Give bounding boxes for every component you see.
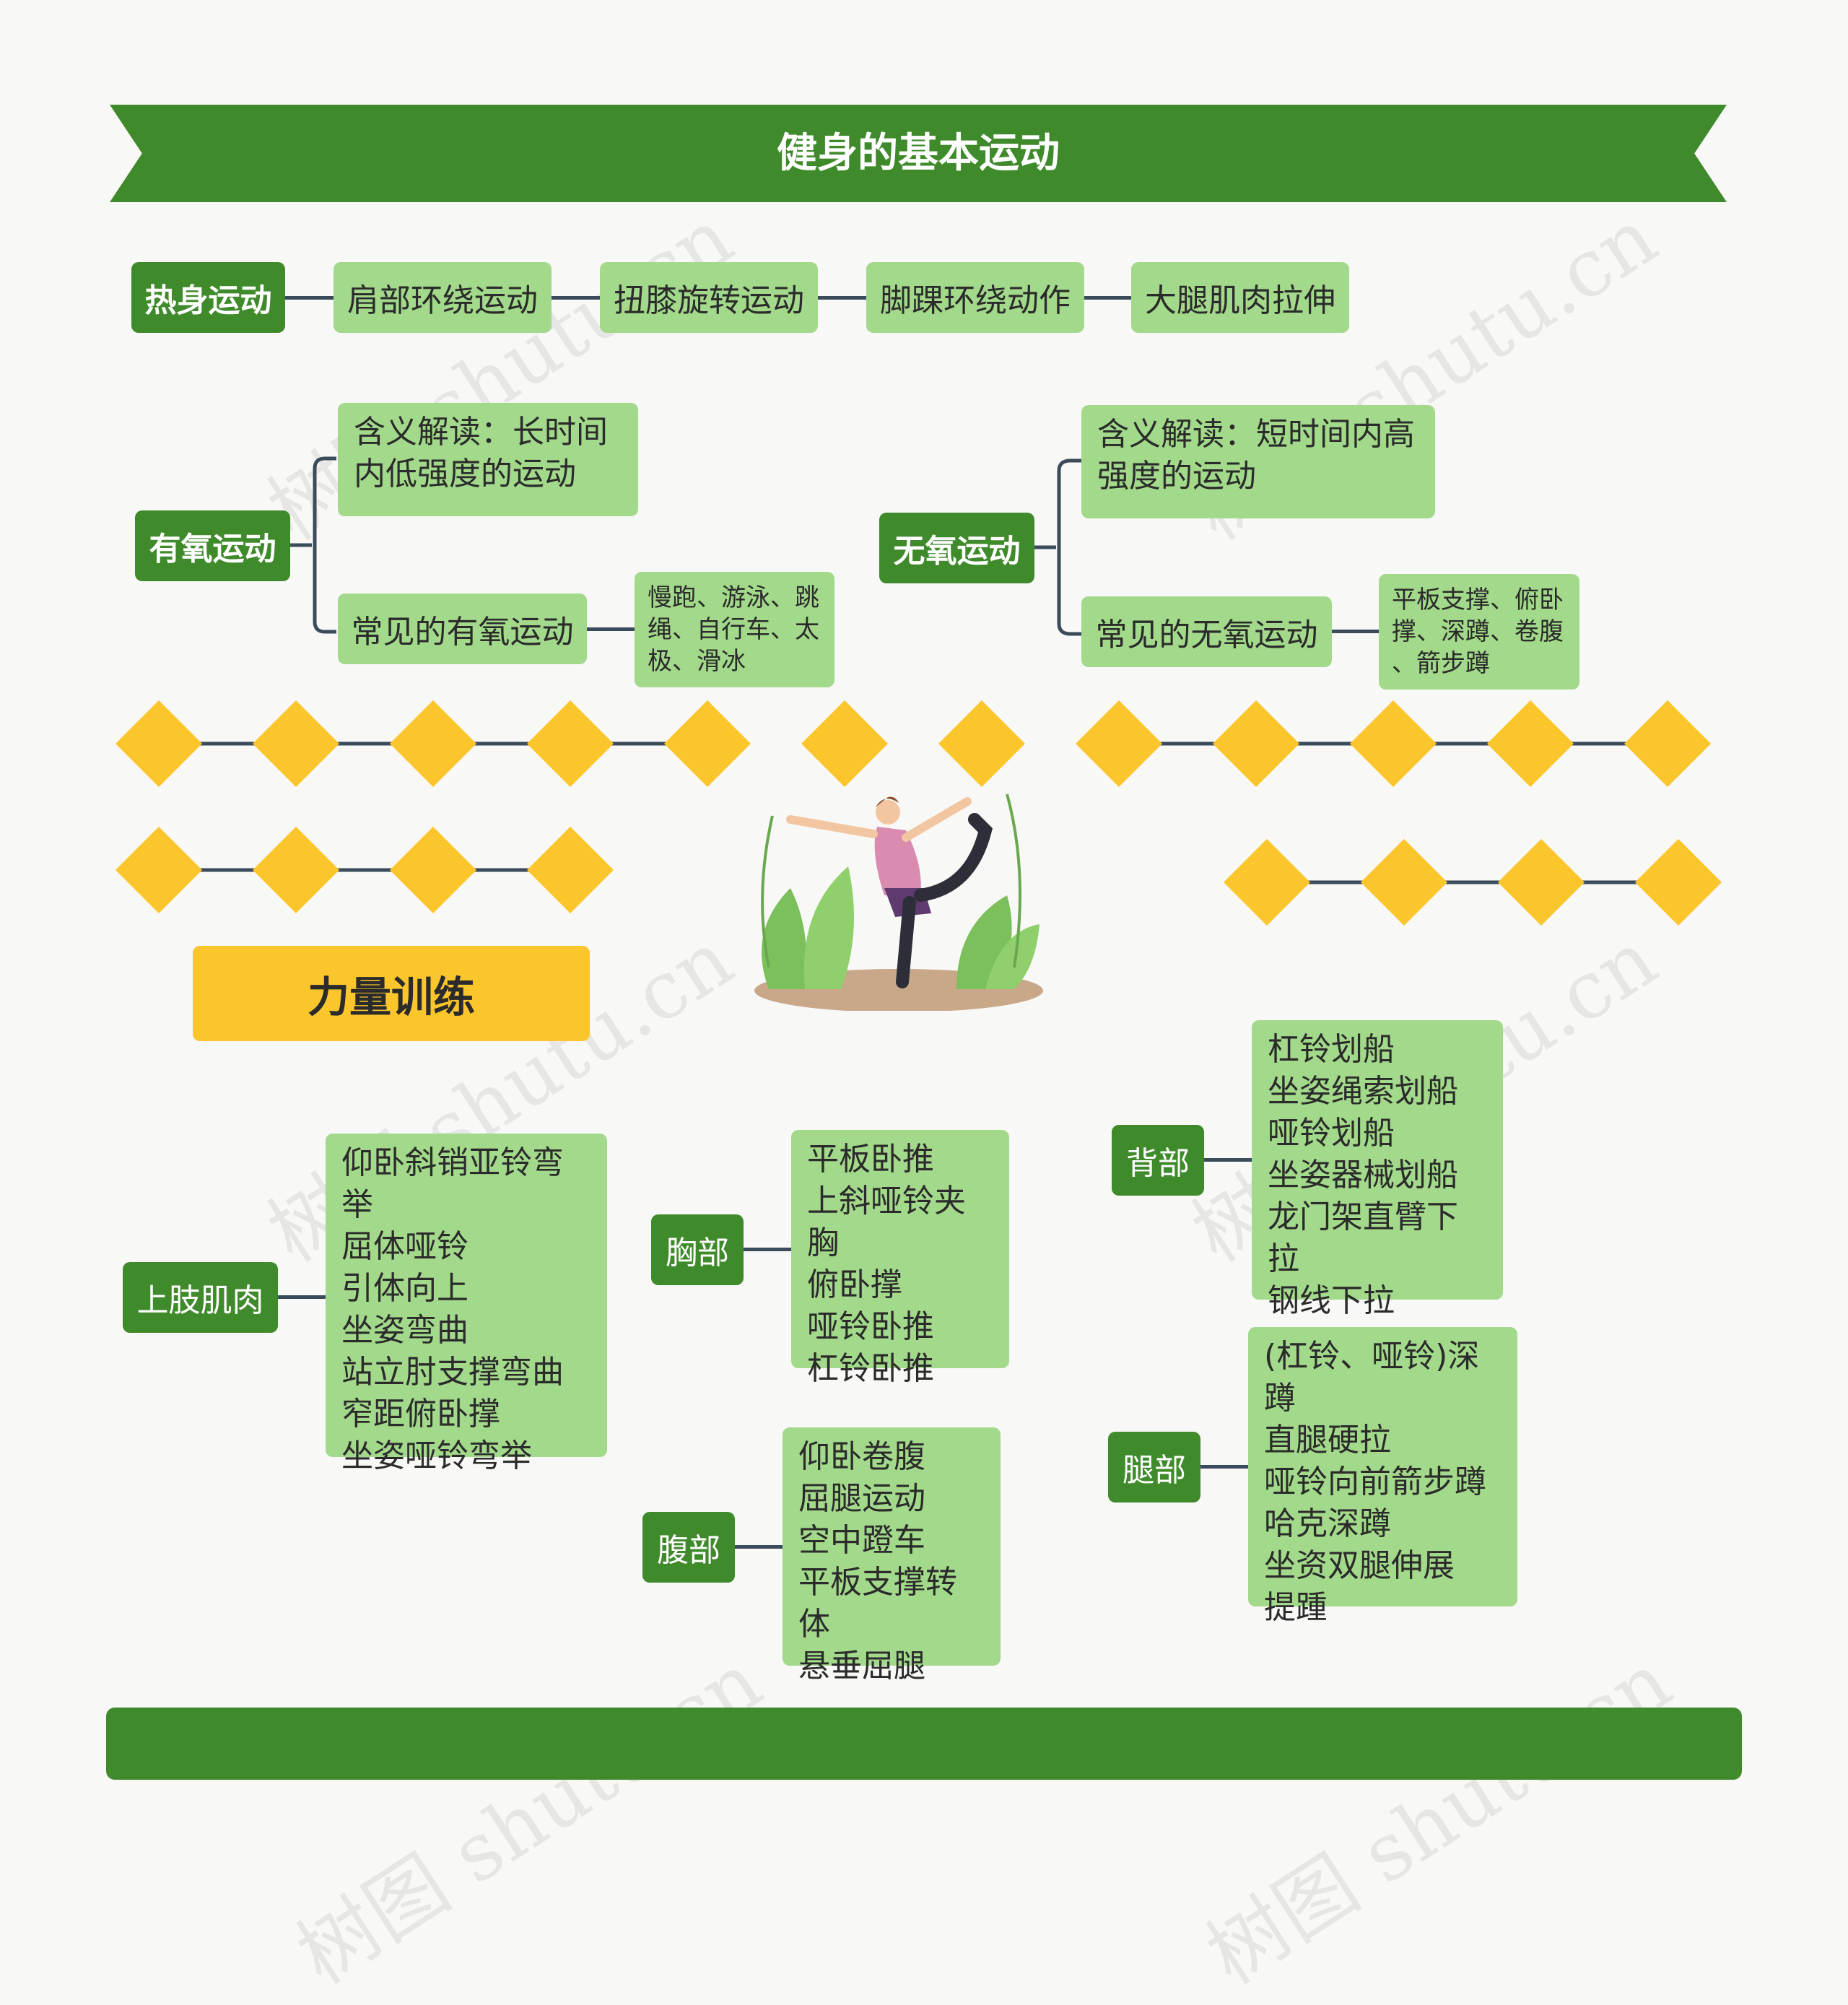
connector — [735, 1545, 783, 1549]
yoga-illustration — [740, 787, 1047, 1011]
page-title: 健身的基本运动 — [110, 105, 1727, 202]
watermark: 树图 shutu.cn — [271, 1619, 780, 2005]
back-node[interactable]: 背部 — [1112, 1125, 1204, 1196]
aerobic-bracket — [290, 455, 341, 635]
connector — [818, 296, 866, 300]
anaerobic-bracket — [1034, 457, 1085, 638]
connector — [587, 627, 635, 631]
title-banner: 健身的基本运动 — [110, 105, 1727, 202]
warmup-item[interactable]: 肩部环绕运动 — [334, 262, 552, 333]
legs-node[interactable]: 腿部 — [1108, 1432, 1200, 1502]
footer-bar — [106, 1708, 1742, 1780]
anaerobic-meaning[interactable]: 含义解读：短时间内高 强度的运动 — [1081, 405, 1435, 518]
warmup-item[interactable]: 扭膝旋转运动 — [600, 262, 818, 333]
back-items[interactable]: 杠铃划船 坐姿绳索划船 哑铃划船 坐姿器械划船 龙门架直臂下拉 钢线下拉 — [1252, 1020, 1503, 1300]
connector — [1200, 1465, 1248, 1469]
aerobic-node[interactable]: 有氧运动 — [135, 510, 290, 581]
watermark: 树图 shutu.cn — [1181, 1619, 1689, 2005]
anaerobic-node[interactable]: 无氧运动 — [879, 513, 1034, 583]
upper-limb-node[interactable]: 上肢肌肉 — [123, 1262, 278, 1333]
abs-items[interactable]: 仰卧卷腹 屈腿运动 空中蹬车 平板支撑转体 悬垂屈腿 — [783, 1427, 1001, 1666]
chest-node[interactable]: 胸部 — [651, 1214, 744, 1285]
connector — [278, 1295, 326, 1299]
warmup-item[interactable]: 大腿肌肉拉伸 — [1131, 262, 1349, 333]
connector — [1204, 1158, 1252, 1162]
strength-title[interactable]: 力量训练 — [193, 946, 590, 1041]
abs-node[interactable]: 腹部 — [642, 1512, 735, 1583]
warmup-node[interactable]: 热身运动 — [131, 262, 285, 333]
anaerobic-common-node[interactable]: 常见的无氧运动 — [1081, 596, 1332, 667]
legs-items[interactable]: (杠铃、哑铃)深蹲 直腿硬拉 哑铃向前箭步蹲 哈克深蹲 坐资双腿伸展 提踵 — [1248, 1327, 1517, 1606]
aerobic-meaning[interactable]: 含义解读：长时间 内低强度的运动 — [338, 403, 638, 516]
aerobic-common-node[interactable]: 常见的有氧运动 — [338, 593, 587, 664]
connector — [744, 1248, 791, 1251]
connector — [1332, 630, 1379, 633]
upper-limb-items[interactable]: 仰卧斜销亚铃弯举 屈体哑铃 引体向上 坐姿弯曲 站立肘支撑弯曲 窄距俯卧撑 坐姿… — [326, 1134, 607, 1457]
aerobic-common-items[interactable]: 慢跑、游泳、跳 绳、自行车、太 极、滑冰 — [635, 572, 834, 687]
warmup-item[interactable]: 脚踝环绕动作 — [866, 262, 1084, 333]
connector — [552, 296, 600, 300]
chest-items[interactable]: 平板卧推 上斜哑铃夹胸 俯卧撑 哑铃卧推 杠铃卧推 — [791, 1130, 1009, 1368]
connector — [1084, 296, 1131, 300]
connector — [285, 296, 334, 300]
anaerobic-common-items[interactable]: 平板支撑、俯卧 撑、深蹲、卷腹 、箭步蹲 — [1379, 574, 1579, 690]
